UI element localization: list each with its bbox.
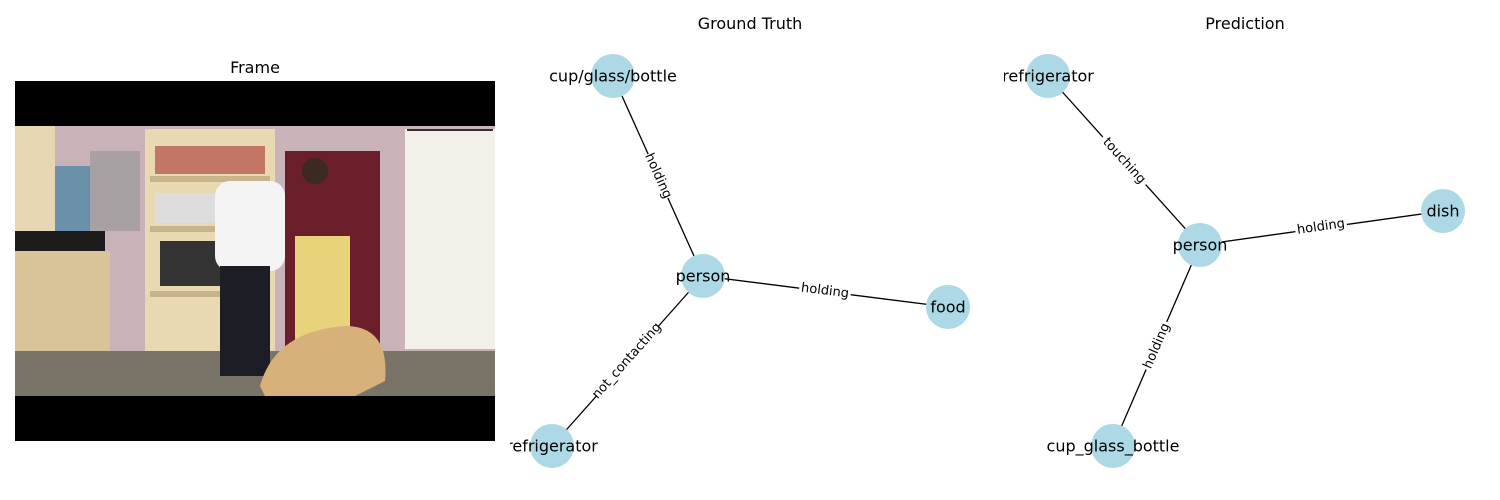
gt-node-label-person: person xyxy=(676,267,731,286)
pred-node-label-cup: cup_glass_bottle xyxy=(1047,437,1180,457)
video-frame-image xyxy=(15,81,495,441)
frame-title: Frame xyxy=(230,58,280,77)
pred-node-dish xyxy=(1421,189,1465,233)
gt-node-label-refrigerator: refrigerator xyxy=(506,437,598,456)
pred-node-refrigerator xyxy=(1026,54,1070,98)
pred-node-label-dish: dish xyxy=(1426,202,1459,221)
gt-node-person xyxy=(681,254,725,298)
pred-node-person xyxy=(1178,223,1222,267)
video-frame xyxy=(15,81,495,441)
pred-node-cup xyxy=(1091,424,1135,468)
pred-edge-label-person-dish: holding xyxy=(1296,216,1346,238)
pred-edges xyxy=(1047,75,1444,447)
gt-node-label-food: food xyxy=(930,298,965,317)
pred-edge-label-person-cup: holding xyxy=(1141,321,1174,371)
pred-node-label-person: person xyxy=(1173,236,1228,255)
gt-node-refrigerator xyxy=(530,424,574,468)
gt-nodes xyxy=(530,54,970,468)
pred-nodes xyxy=(1026,54,1465,468)
pred-node-label-refrigerator: refrigerator xyxy=(1002,67,1094,86)
gt-node-food xyxy=(926,285,970,329)
gt-node-label-cup: cup/glass/bottle xyxy=(549,67,677,86)
ground-truth-title: Ground Truth xyxy=(697,14,803,33)
pred-edge-label-person-refrigerator: touching xyxy=(1099,135,1148,187)
gt-edge-label-person-food: holding xyxy=(800,281,850,302)
gt-node-labels: cup/glass/bottle person food refrigerato… xyxy=(506,67,966,456)
pred-node-labels: refrigerator person dish cup_glass_bottl… xyxy=(1002,67,1459,457)
prediction-title: Prediction xyxy=(1205,14,1285,33)
gt-node-cup xyxy=(591,54,635,98)
